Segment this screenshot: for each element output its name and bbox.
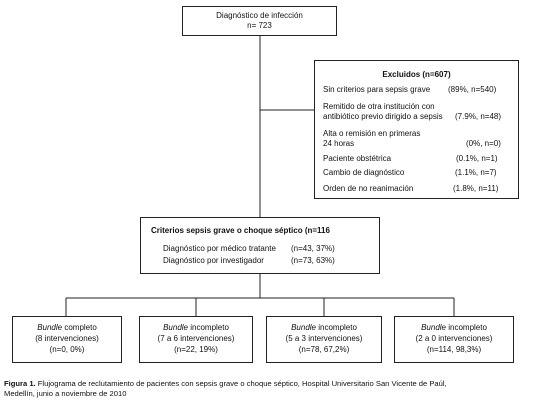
diagnosis-count: n= 723 xyxy=(247,21,272,30)
excluded-item-value: (7.9%, n=48) xyxy=(455,112,502,121)
criteria-row-value: (n=43, 37%) xyxy=(291,244,335,253)
excluded-box: Excluidos (n=607) Sin criterios para sep… xyxy=(314,60,519,199)
excluded-item-value: (1.1%, n=7) xyxy=(455,168,497,177)
bundle-word: Bundle xyxy=(291,323,316,332)
bundle-box: Bundle incompleto (7 a 6 intervenciones)… xyxy=(139,316,253,363)
bundle-heading: Bundle incompleto xyxy=(395,323,513,333)
bundle-status: incompleto xyxy=(318,323,357,332)
criteria-row-value: (n=73, 63%) xyxy=(291,256,335,265)
bundle-box: Bundle incompleto (2 a 0 intervenciones)… xyxy=(394,316,514,363)
excluded-item-value: (0.1%, n=1) xyxy=(456,154,498,163)
bundle-box: Bundle completo (8 intervenciones) (n=0,… xyxy=(12,316,122,363)
excluded-item-label: Paciente obstétrica xyxy=(323,154,392,163)
excluded-item-label: antibiótico previo dirigido a sepsis xyxy=(323,112,443,121)
excluded-item-label: Remitido de otra institución con xyxy=(323,102,435,111)
diagnosis-box: Diagnóstico de infección n= 723 xyxy=(182,6,337,36)
diagnosis-title: Diagnóstico de infección xyxy=(216,11,303,20)
figure-label: Figura 1. xyxy=(4,379,36,388)
bundle-interventions: (2 a 0 intervenciones) xyxy=(415,334,493,343)
caption-line-1: Flujograma de reclutamiento de pacientes… xyxy=(37,379,447,388)
excluded-item-value: (1.8%, n=11) xyxy=(453,184,499,193)
bundle-word: Bundle xyxy=(421,323,446,332)
bundle-interventions: (8 intervenciones) xyxy=(35,334,99,343)
bundle-box: Bundle incompleto (5 a 3 intervenciones)… xyxy=(266,316,382,363)
excluded-item-value: (89%, n=540) xyxy=(448,85,497,94)
figure-caption: Figura 1. Flujograma de reclutamiento de… xyxy=(4,379,447,389)
bundle-heading: Bundle incompleto xyxy=(267,323,381,333)
bundle-n: (n=114, 98,3%) xyxy=(426,345,482,354)
excluded-item-label: Orden de no reanimación xyxy=(323,184,414,193)
bundle-interventions: (5 a 3 intervenciones) xyxy=(285,334,363,343)
bundle-heading: Bundle incompleto xyxy=(140,323,252,333)
criteria-box: Criterios sepsis grave o choque séptico … xyxy=(140,217,380,274)
criteria-row-label: Diagnóstico por médico tratante xyxy=(163,244,276,253)
excluded-item-label: 24 horas xyxy=(323,139,355,148)
bundle-word: Bundle xyxy=(163,323,188,332)
bundle-n: (n=78, 67,2%) xyxy=(298,345,350,354)
excluded-item-value: (0%, n=0) xyxy=(466,139,501,148)
excluded-title: Excluidos (n=607) xyxy=(382,70,451,79)
excluded-item-label: Cambio de diagnóstico xyxy=(323,168,405,177)
excluded-item-label: Sin criterios para sepsis grave xyxy=(323,85,431,94)
bundle-status: incompleto xyxy=(190,323,229,332)
criteria-title: Criterios sepsis grave o choque séptico … xyxy=(151,226,330,235)
bundle-status: incompleto xyxy=(448,323,487,332)
excluded-item-label: Alta o remisión en primeras xyxy=(323,129,421,138)
bundle-status: completo xyxy=(64,323,97,332)
bundle-heading: Bundle completo xyxy=(13,323,121,333)
bundle-n: (n=22, 19%) xyxy=(174,345,218,354)
bundle-interventions: (7 a 6 intervenciones) xyxy=(157,334,235,343)
bundle-n: (n=0, 0%) xyxy=(49,345,85,354)
criteria-row-label: Diagnóstico por investigador xyxy=(163,256,264,265)
bundle-word: Bundle xyxy=(37,323,63,332)
caption-line-2: Medellín, junio a noviembre de 2010 xyxy=(4,389,127,398)
